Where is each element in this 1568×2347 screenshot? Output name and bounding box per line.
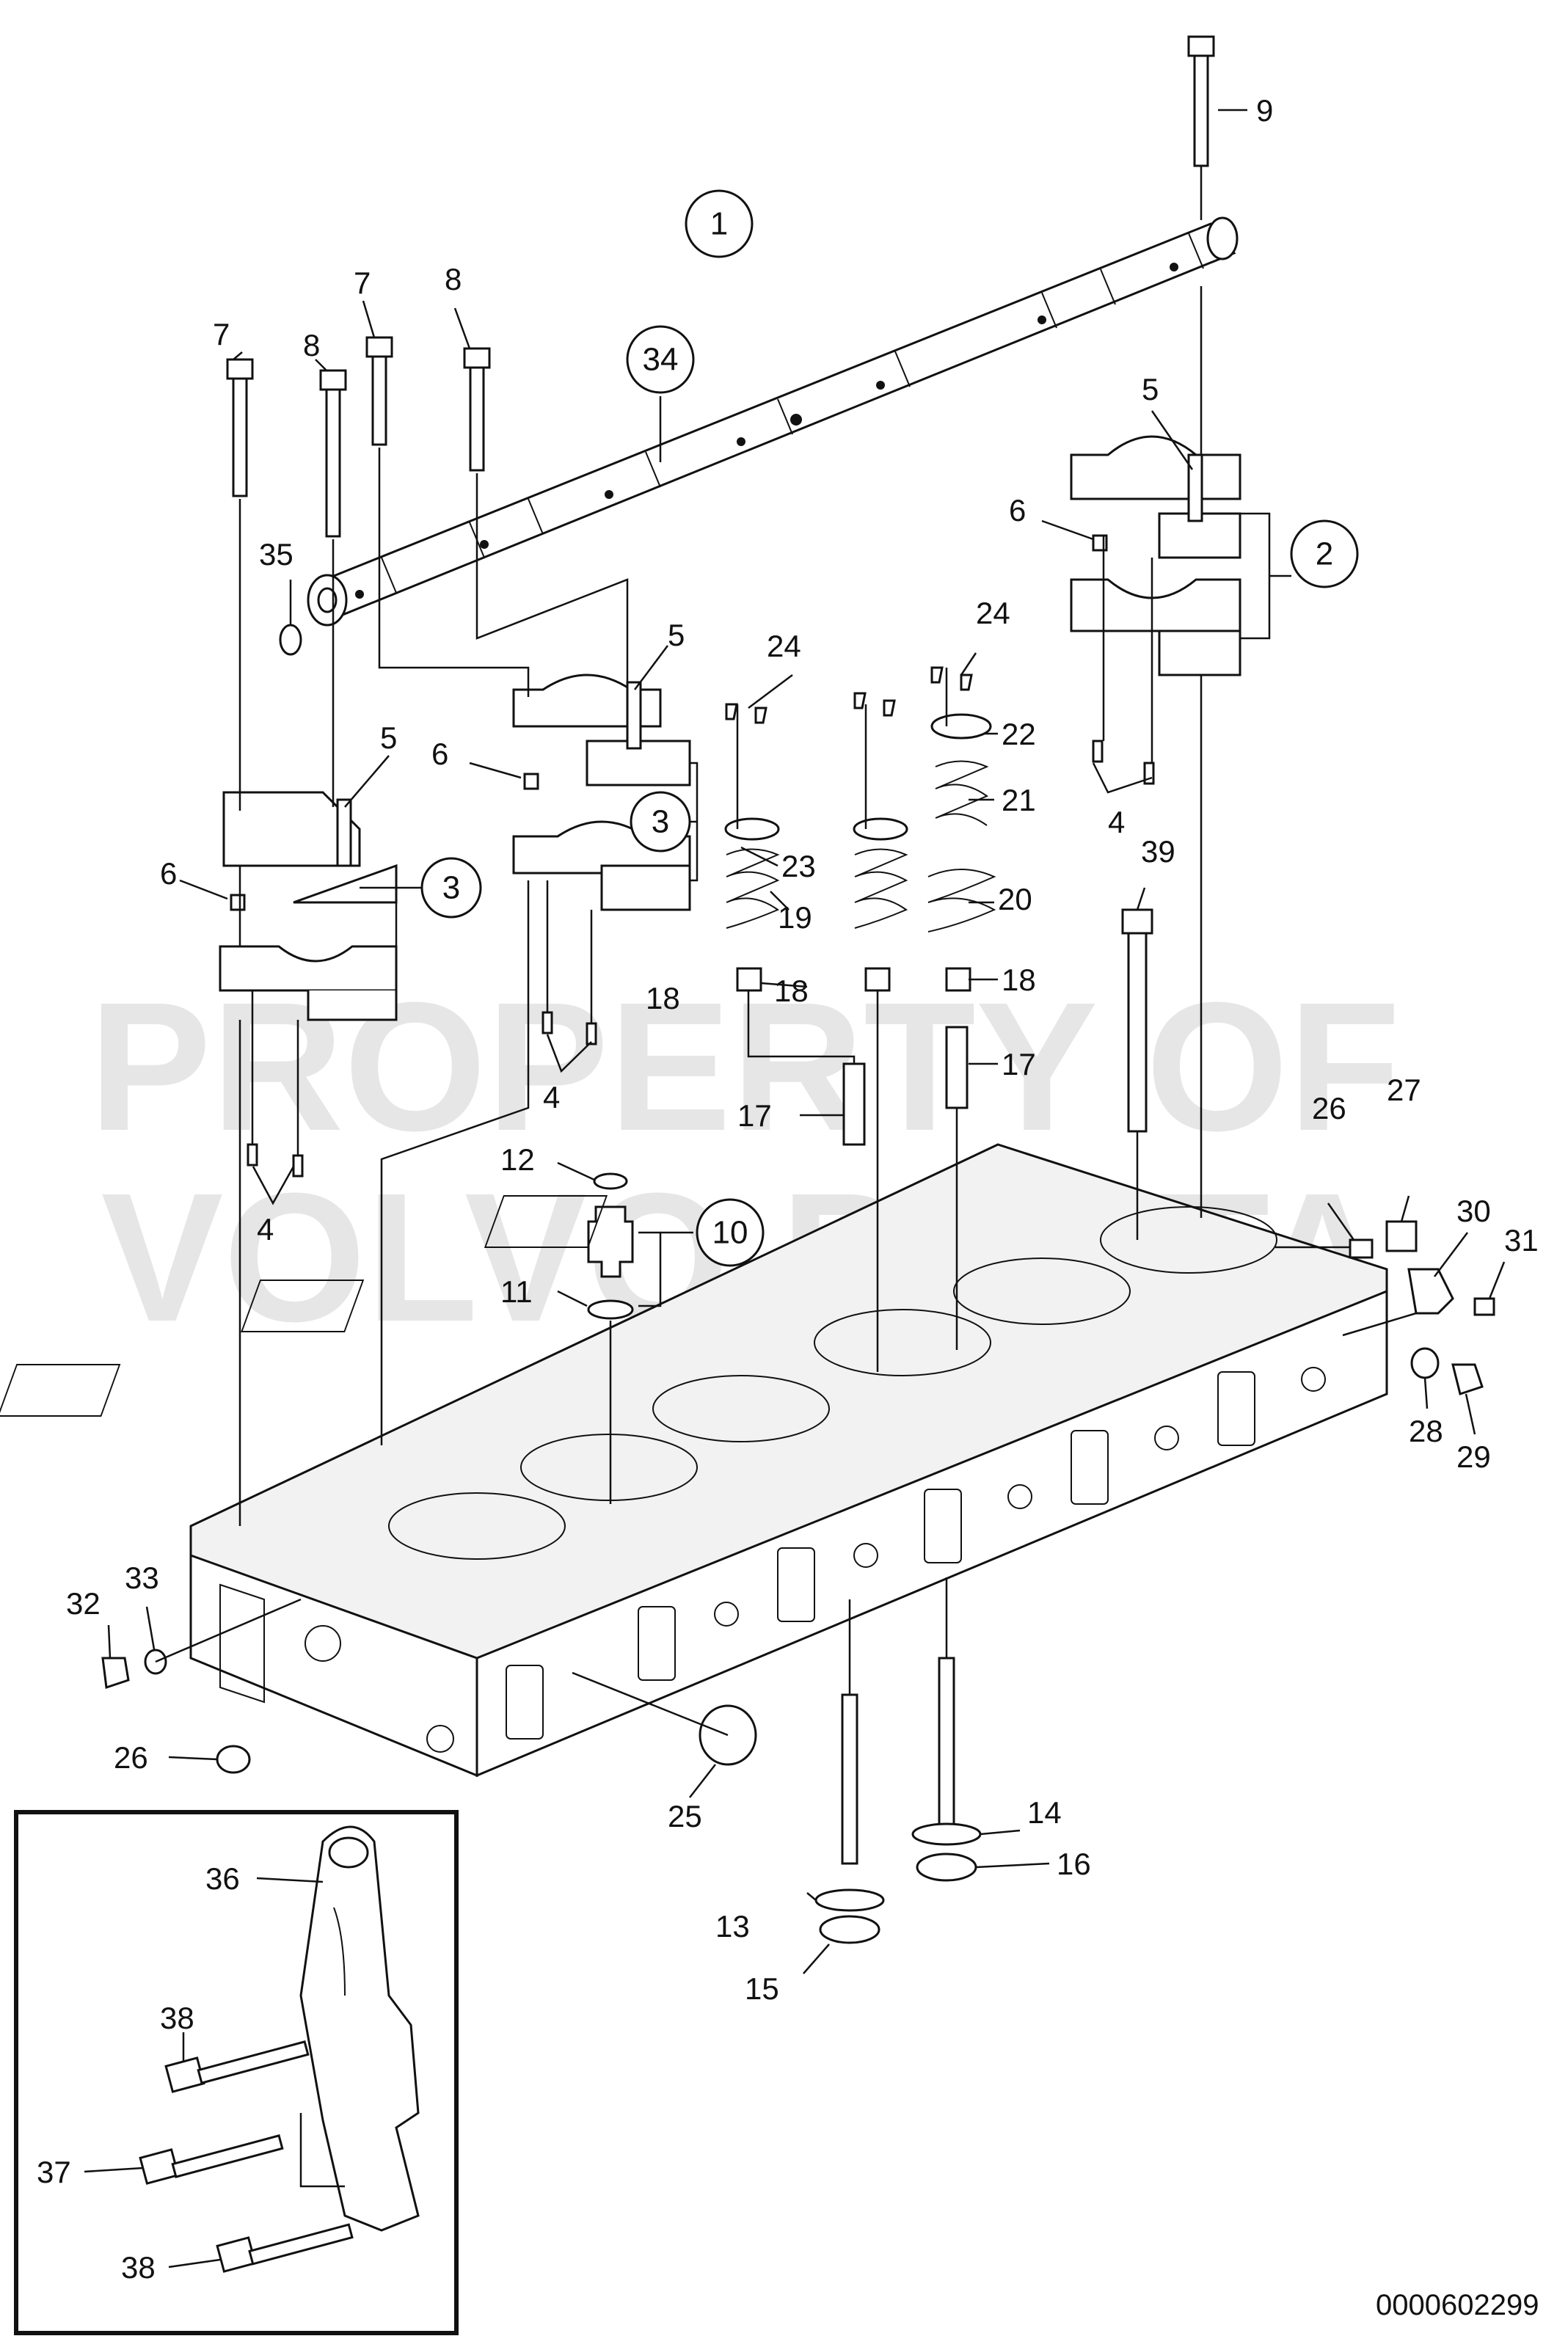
label-39: 39 (1141, 834, 1175, 869)
label-30: 30 (1456, 1194, 1491, 1228)
bolt-7-left (226, 358, 254, 497)
plug-35 (279, 624, 302, 656)
label-6c: 6 (1009, 493, 1026, 528)
bolt-9 (1187, 35, 1215, 167)
inset-detail-bracket (14, 1810, 459, 2335)
label-17a: 17 (1002, 1047, 1036, 1081)
callout-10: 10 (696, 1198, 765, 1267)
bolt-8-left (319, 369, 347, 538)
svg-text:10: 10 (712, 1215, 748, 1251)
label-4c: 4 (1108, 805, 1125, 839)
label-32: 32 (66, 1586, 101, 1621)
injector-sleeve (587, 1172, 634, 1320)
label-7b: 7 (354, 266, 371, 300)
svg-text:3: 3 (652, 804, 669, 840)
svg-text:1: 1 (710, 206, 728, 242)
label-21: 21 (1002, 783, 1036, 817)
label-5b: 5 (380, 720, 397, 755)
label-17b: 17 (737, 1098, 772, 1133)
callout-3-left: 3 (420, 857, 482, 919)
bearing-cap-left (219, 791, 398, 1021)
label-35: 35 (259, 537, 293, 572)
part-labels: 9 7 8 7 8 35 5 6 4 5 6 5 6 4 4 24 24 22 … (37, 93, 1539, 2285)
rocker-arm-shaft (307, 216, 1239, 627)
label-6a: 6 (431, 737, 448, 771)
leader-lines (107, 109, 1506, 1974)
label-33: 33 (125, 1561, 159, 1595)
cylinder-head (0, 1143, 1388, 1778)
label-36: 36 (205, 1861, 240, 1896)
label-23: 23 (781, 849, 816, 883)
bolt-8-mid (463, 347, 491, 472)
label-15: 15 (745, 1971, 779, 2006)
label-16: 16 (1057, 1847, 1091, 1881)
valve-guide-17-right (945, 1026, 969, 1109)
label-6b: 6 (160, 856, 177, 891)
label-7a: 7 (213, 317, 230, 351)
label-4b: 4 (543, 1080, 560, 1114)
label-8a: 8 (303, 328, 320, 362)
label-31: 31 (1504, 1223, 1539, 1258)
dowels-4-6 (230, 534, 1155, 1178)
label-20: 20 (998, 882, 1032, 916)
label-18c: 18 (1002, 963, 1036, 997)
label-11: 11 (500, 1274, 533, 1309)
label-25: 25 (668, 1799, 702, 1833)
callouts: 1 34 2 3 3 10 (420, 189, 1359, 1267)
valves (814, 1657, 982, 1944)
svg-text:34: 34 (643, 342, 679, 378)
label-18b: 18 (774, 974, 809, 1008)
bolt-7-mid (365, 336, 393, 446)
label-8b: 8 (445, 262, 462, 296)
label-5c: 5 (1142, 372, 1159, 406)
document-number: 0000602299 (1376, 2289, 1539, 2321)
callout-3-mid: 3 (630, 791, 691, 853)
label-9: 9 (1256, 93, 1273, 128)
label-24b: 24 (976, 596, 1010, 630)
label-5a: 5 (668, 618, 685, 652)
label-14: 14 (1027, 1795, 1062, 1830)
bolts-7-8-9 (226, 35, 1215, 538)
watermark-line1: PROPERTY OF (89, 964, 1400, 1169)
label-37: 37 (37, 2155, 71, 2189)
callout-1: 1 (685, 189, 754, 258)
label-29: 29 (1456, 1439, 1491, 1474)
valve-guide-17-mid (842, 1062, 866, 1146)
callout-2: 2 (1290, 519, 1359, 588)
label-38a: 38 (160, 2001, 194, 2035)
label-19: 19 (778, 900, 812, 935)
label-24a: 24 (767, 629, 801, 663)
label-28: 28 (1409, 1414, 1443, 1448)
label-38b: 38 (121, 2250, 156, 2285)
label-12: 12 (500, 1142, 535, 1177)
svg-text:2: 2 (1316, 536, 1333, 572)
bearing-cap-right (1070, 435, 1241, 676)
label-22: 22 (1002, 717, 1036, 751)
label-27: 27 (1387, 1073, 1421, 1107)
label-13: 13 (715, 1909, 750, 1943)
label-26a: 26 (114, 1740, 148, 1775)
label-26b: 26 (1312, 1091, 1346, 1125)
label-18a: 18 (646, 981, 680, 1015)
callout-34: 34 (626, 325, 695, 394)
label-4a: 4 (257, 1212, 274, 1246)
valve-spring-assemblies (724, 666, 996, 992)
svg-text:3: 3 (442, 870, 460, 906)
